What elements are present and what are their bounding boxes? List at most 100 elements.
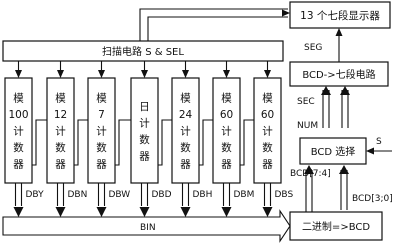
num-arrow [340, 86, 350, 95]
counter-text: 计 [55, 125, 66, 138]
counter-text: 模 [221, 93, 232, 105]
carry-link [158, 119, 172, 166]
scan-to-display-line-outer [139, 8, 288, 41]
counter-text: 模 [96, 93, 107, 105]
scan-circuit-label: 扫描电路 S & SEL [102, 45, 184, 58]
counter-text: 器 [221, 159, 232, 171]
bin-label: BIN [140, 223, 156, 233]
counter-text: 数 [221, 141, 232, 154]
counter-output-arrow [221, 207, 232, 217]
counter-output-line [140, 183, 149, 206]
counter-text: 模 [13, 93, 24, 105]
carry-link [240, 119, 254, 166]
scan-to-display-line-inner [147, 16, 288, 41]
counter-text: 12 [54, 109, 67, 121]
scan-link-arrow [264, 70, 271, 78]
counter-text: 器 [96, 159, 107, 171]
counter-output-line [56, 183, 65, 206]
carry-link [199, 119, 213, 166]
bin-bus [2, 209, 291, 243]
carry-link [115, 119, 131, 166]
scan-link-arrow [141, 70, 148, 78]
counter-output-line [14, 183, 23, 206]
counter-output-label: DBH [193, 190, 213, 200]
sec-arrow [321, 86, 331, 95]
counter-text: 计 [180, 125, 191, 138]
counter-text: 100 [8, 109, 28, 121]
sec-label: SEC [297, 97, 315, 107]
counter-text: 器 [55, 159, 66, 171]
counter-output-arrow [262, 207, 273, 217]
counter-group: 模100计数器DBY模12计数器DBN模7计数器DBW日计数器DBD模24计数器… [4, 61, 294, 217]
counter-output-line [263, 183, 272, 206]
bcd-hi-label: BCD[7:4] [290, 169, 331, 179]
bcd-hi-arrow [304, 165, 314, 174]
carry-link [74, 119, 88, 166]
seg-label: SEG [304, 43, 322, 53]
bcd-to-7seg-label: BCD->七段电路 [302, 68, 375, 81]
bcd-lo-arrow [339, 165, 349, 174]
counter-text: 器 [13, 159, 24, 171]
scan-link-arrow [182, 70, 189, 78]
counter-text: 数 [55, 141, 66, 154]
carry-link [32, 119, 47, 166]
counter-output-arrow [139, 207, 150, 217]
counter-text: 计 [13, 125, 24, 138]
counter-output-line [181, 183, 190, 206]
counter-text: 模 [55, 93, 66, 105]
arrow-to-display [282, 9, 290, 17]
counter-block [4, 77, 33, 184]
counter-text: 数 [96, 141, 107, 154]
counter-output-arrow [180, 207, 191, 217]
scan-link-arrow [57, 70, 64, 78]
counter-output-label: DBM [234, 190, 255, 200]
scan-link-arrow [223, 70, 230, 78]
scan-circuit-block [2, 40, 284, 62]
counter-output-arrow [13, 207, 24, 217]
counter-text: 器 [180, 159, 191, 171]
scan-link-arrow [15, 70, 22, 78]
counter-output-label: DBY [26, 190, 45, 200]
s-label: S [376, 137, 382, 147]
counter-text: 计 [96, 125, 107, 138]
bcd-lo-label: BCD[3;0] [352, 194, 393, 204]
num-line [341, 90, 349, 128]
counter-text: 模 [180, 93, 191, 105]
counter-output-label: DBW [109, 190, 131, 200]
scan-link-arrow [98, 70, 105, 78]
bcd-lo-line [340, 170, 348, 210]
counter-text: 器 [139, 150, 150, 162]
counter-output-arrow [55, 207, 66, 217]
counter-text: 数 [139, 133, 150, 146]
counter-text: 数 [13, 141, 24, 154]
bcd-select-label: BCD 选择 [311, 145, 356, 158]
counter-output-arrow [96, 207, 107, 217]
counter-text: 数 [262, 141, 273, 154]
counter-block [171, 77, 200, 184]
bin-to-bcd-label: 二进制=>BCD [302, 220, 370, 233]
seg-arrow [335, 28, 343, 36]
counter-block [130, 77, 159, 184]
counter-block [212, 77, 241, 184]
counter-text: 器 [262, 159, 273, 171]
s-input-arrow [366, 147, 374, 155]
counter-text: 计 [221, 125, 232, 138]
counter-text: 模 [262, 93, 273, 105]
counter-block [253, 77, 282, 184]
counter-text: 24 [179, 109, 193, 121]
counter-block [87, 77, 116, 184]
counter-text: 计 [139, 116, 150, 129]
counter-output-label: DBS [275, 190, 294, 200]
counter-block [46, 77, 75, 184]
counter-text: 60 [261, 109, 274, 121]
display-label: 13 个七段显示器 [300, 9, 380, 22]
counter-output-line [97, 183, 106, 206]
counter-text: 7 [98, 109, 105, 121]
counter-text: 日 [139, 101, 150, 113]
counter-text: 60 [220, 109, 233, 121]
display-block [289, 1, 391, 29]
sec-line [322, 90, 330, 128]
counter-text: 数 [180, 141, 191, 154]
counter-text: 计 [262, 125, 273, 138]
